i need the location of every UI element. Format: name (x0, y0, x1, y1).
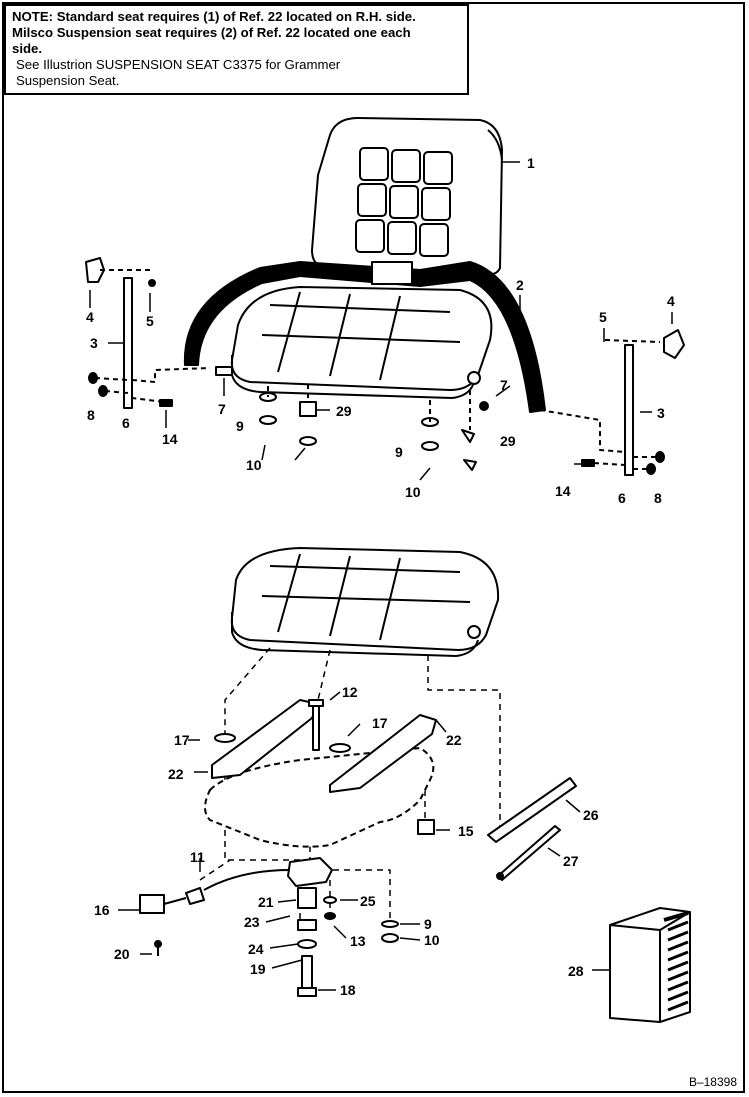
callout-24: 24 (248, 941, 264, 957)
callout-12: 12 (342, 684, 358, 700)
callout-3: 3 (657, 405, 665, 421)
callout-14: 14 (162, 431, 178, 447)
callout-21: 21 (258, 894, 274, 910)
callout-19: 19 (250, 961, 266, 977)
bracket-22 (211, 699, 437, 793)
callout-3: 3 (90, 335, 98, 351)
document-id: B–18398 (688, 1075, 737, 1089)
callout-5: 5 (599, 309, 607, 325)
callout-11: 11 (190, 849, 205, 865)
callout-17: 17 (372, 715, 388, 731)
callout-22: 22 (168, 766, 184, 782)
callout-14: 14 (555, 483, 571, 499)
callout-29: 29 (336, 403, 352, 419)
upper-seat-cushion (230, 286, 493, 399)
note-box: NOTE: Standard seat requires (1) of Ref.… (4, 4, 469, 95)
strap-26-27 (487, 777, 577, 881)
seat-switch-assembly (139, 857, 399, 997)
callout-23: 23 (244, 914, 260, 930)
callout-18: 18 (340, 982, 356, 998)
callout-28: 28 (568, 963, 584, 979)
callout-1: 1 (527, 155, 535, 171)
callout-13: 13 (350, 933, 366, 949)
note-line: NOTE: Standard seat requires (1) of Ref.… (12, 9, 416, 24)
callout-16: 16 (94, 902, 110, 918)
callout-15: 15 (458, 823, 474, 839)
callout-26: 26 (583, 807, 599, 823)
leader-lines (89, 161, 673, 991)
seat-belt (183, 261, 546, 413)
callout-10: 10 (246, 457, 262, 473)
guide-lines (199, 647, 501, 925)
callout-7: 7 (218, 401, 226, 417)
callout-2: 2 (516, 277, 524, 293)
callout-4: 4 (667, 293, 675, 309)
lower-seat-cushion (230, 547, 500, 657)
callout-20: 20 (114, 946, 130, 962)
callout-6: 6 (618, 490, 626, 506)
callout-8: 8 (87, 407, 95, 423)
callout-27: 27 (563, 853, 579, 869)
callout-10: 10 (405, 484, 421, 500)
callout-9: 9 (424, 916, 432, 932)
note-line: side. (12, 41, 43, 56)
upper-hardware (215, 366, 489, 481)
callout-29: 29 (500, 433, 516, 449)
left-bracket-group (85, 257, 211, 409)
note-line: Suspension Seat. (16, 73, 120, 88)
callout-labels: 1 2 4 5 3 8 6 7 14 9 29 10 4 5 7 3 9 29 … (86, 155, 675, 998)
callout-22: 22 (446, 732, 462, 748)
callout-6: 6 (122, 415, 130, 431)
callout-9: 9 (395, 444, 403, 460)
note-line: See Illustrion SUSPENSION SEAT C3375 for… (16, 57, 341, 72)
callout-8: 8 (654, 490, 662, 506)
seat-back (311, 117, 503, 276)
callout-25: 25 (360, 893, 376, 909)
callout-4: 4 (86, 309, 94, 325)
callout-10: 10 (424, 932, 440, 948)
bolt-12 (308, 699, 324, 751)
callout-5: 5 (146, 313, 154, 329)
right-bracket-group (539, 329, 685, 476)
callout-17: 17 (174, 732, 190, 748)
nut-15 (417, 819, 435, 835)
box-28 (609, 907, 691, 1023)
callout-9: 9 (236, 418, 244, 434)
note-line: Milsco Suspension seat requires (2) of R… (12, 25, 411, 40)
callout-7: 7 (500, 377, 508, 393)
